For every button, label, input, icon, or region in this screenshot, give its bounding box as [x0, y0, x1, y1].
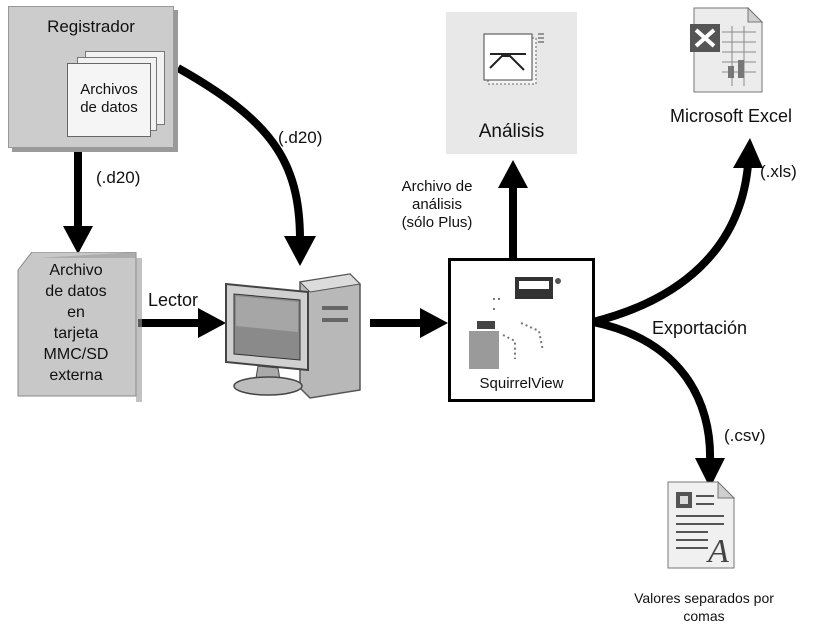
card-line-3: en — [67, 304, 85, 321]
card-line-6: externa — [49, 367, 103, 384]
csv-label-line2: comas — [683, 608, 725, 624]
arrow-card-to-pc — [138, 308, 226, 338]
card-shape — [17, 251, 142, 402]
arrow-software-to-excel — [592, 138, 763, 326]
recorder-title: Registrador — [47, 17, 135, 36]
edge-label-analysis-file: Archivo de análisis (sólo Plus) — [382, 178, 492, 232]
card-line-5: MMC/SD — [43, 346, 109, 363]
squirrelview-logo-icon — [469, 277, 561, 369]
csv-document-icon: A — [667, 480, 736, 570]
analysis-chart-icon — [483, 33, 544, 85]
analysis-file-line3: (sólo Plus) — [401, 214, 473, 231]
edge-label-export: Exportación — [652, 318, 748, 338]
card-line-2: de datos — [45, 283, 107, 300]
analysis-file-line2: análisis — [411, 196, 463, 213]
excel-label: Microsoft Excel — [670, 106, 793, 126]
arrow-software-to-analysis — [498, 160, 528, 260]
card-line-4: tarjeta — [53, 325, 99, 342]
edge-label-recorder-pc: (.d20) — [278, 128, 323, 147]
svg-text:A: A — [706, 533, 729, 570]
data-files-line2: de datos — [80, 99, 138, 116]
analysis-file-line1: Archivo de — [401, 178, 473, 195]
analysis-panel: Análisis — [446, 12, 577, 154]
arrow-software-to-csv — [592, 318, 725, 488]
recorder-box: Registrador Archivos de datos — [8, 6, 174, 148]
card-line-1: Archivo — [49, 262, 103, 279]
analysis-label: Análisis — [478, 121, 545, 142]
data-files-stack: Archivos de datos — [67, 51, 165, 137]
excel-document-icon — [690, 6, 764, 93]
edge-label-xls: (.xls) — [760, 162, 797, 181]
data-files-line1: Archivos — [80, 81, 138, 98]
edge-label-reader: Lector — [148, 290, 199, 310]
arrow-pc-to-software — [370, 308, 448, 338]
memory-card: Archivo de datos en tarjeta MMC/SD exter… — [16, 251, 146, 402]
arrow-recorder-to-card — [63, 148, 93, 254]
squirrelview-box: SquirrelView — [448, 258, 595, 402]
edge-label-csv: (.csv) — [724, 426, 766, 445]
squirrelview-label: SquirrelView — [479, 375, 564, 392]
edge-label-recorder-card: (.d20) — [96, 168, 141, 187]
csv-label-line1: Valores separados por — [634, 590, 774, 606]
computer-icon — [225, 273, 362, 399]
arrow-recorder-to-pc — [176, 64, 316, 266]
